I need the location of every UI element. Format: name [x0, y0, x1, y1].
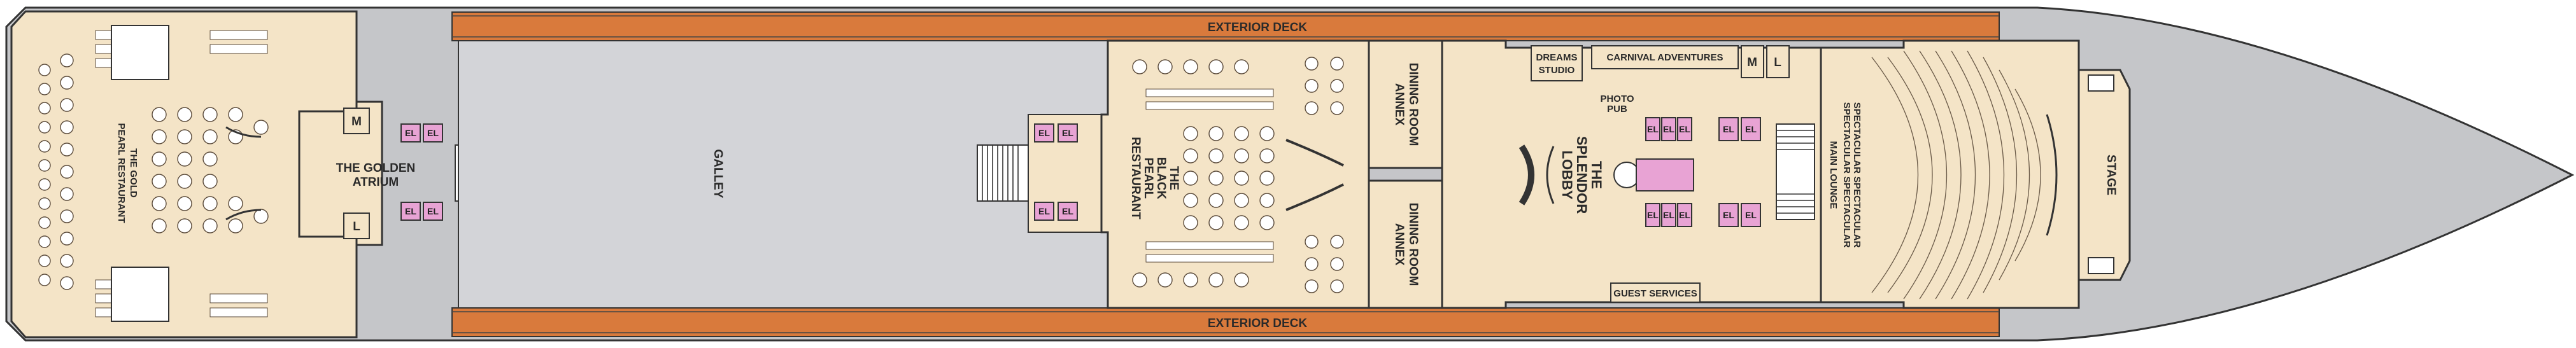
splendor-lobby-label-1: THE — [1589, 161, 1604, 189]
restroom-l-fwd — [1766, 45, 1790, 78]
stage-wing-bottom — [2088, 257, 2114, 274]
svg-text:EL: EL — [1062, 128, 1073, 138]
svg-text:EL: EL — [1723, 124, 1734, 134]
photo-label: PHOTO — [1600, 94, 1634, 104]
svg-text:EL: EL — [1062, 206, 1073, 216]
restroom-m-fwd — [1741, 45, 1764, 78]
restaurant-tables-aft — [38, 53, 269, 290]
svg-text:EL: EL — [1663, 124, 1674, 134]
svg-text:EL: EL — [427, 128, 439, 138]
galley-label: GALLEY — [711, 149, 725, 198]
elevators-fwd: EL EL EL EL EL EL — [1636, 117, 1694, 227]
theater-seating — [1871, 50, 2041, 300]
splendor-lobby-label-2: SPLENDOR — [1574, 136, 1590, 214]
lobby-stairs — [1518, 144, 1555, 205]
golden-atrium-label-1: THE GOLDEN — [336, 162, 416, 175]
black-pearl-label-4: RESTAURANT — [1129, 137, 1142, 219]
exterior-deck-bottom — [451, 307, 2000, 337]
svg-text:EL: EL — [1745, 124, 1757, 134]
svg-text:EL: EL — [1723, 210, 1734, 220]
aft-stairs — [111, 25, 262, 322]
splendor-lobby-label-3: LOBBY — [1559, 151, 1575, 200]
dining-annex-bottom-label-2: ANNEX — [1392, 223, 1406, 266]
svg-text:EL: EL — [1038, 206, 1050, 216]
carnival-adventures — [1591, 45, 1739, 69]
stage-label: STAGE — [2104, 155, 2118, 195]
dreams-studio-label-2: STUDIO — [1539, 65, 1575, 76]
elevators-mid: EL EL EL EL — [1034, 123, 1078, 221]
restroom-l-fwd-label: L — [1774, 56, 1781, 69]
dining-annex-top-label-1: DINING ROOM — [1406, 63, 1420, 146]
dining-room-annex-top — [1368, 39, 1443, 169]
black-pearl-label-3: PEARL — [1142, 158, 1155, 199]
restroom-l-aft — [343, 212, 370, 239]
guest-services — [1610, 282, 1701, 303]
restroom-m-aft-label: M — [351, 115, 362, 129]
stage-area — [2077, 69, 2131, 281]
svg-text:EL: EL — [405, 206, 416, 216]
elevators-aft: EL EL EL EL — [400, 123, 443, 221]
restroom-l-aft-label: L — [353, 220, 360, 233]
carnival-adventures-label: CARNIVAL ADVENTURES — [1606, 52, 1723, 63]
svg-text:EL: EL — [405, 128, 416, 138]
svg-text:EL: EL — [1679, 210, 1690, 220]
svg-text:EL: EL — [427, 206, 439, 216]
dining-annex-bottom-label-1: DINING ROOM — [1406, 203, 1420, 286]
stage-wing-top — [2088, 74, 2114, 92]
restroom-m-fwd-label: M — [1747, 56, 1757, 69]
black-pearl-label-2: BLACK — [1154, 157, 1168, 200]
booth-rows-mid — [1145, 88, 1274, 263]
guest-services-label: GUEST SERVICES — [1613, 288, 1697, 299]
exterior-deck-top-label: EXTERIOR DECK — [1208, 21, 1308, 34]
gold-pearl-label-2: PEARL RESTAURANT — [116, 123, 127, 223]
elevators-fwd-2: EL EL EL EL — [1718, 117, 1761, 227]
black-pearl-label-1: THE — [1167, 166, 1180, 190]
spectacular-label-2: SPECTACULAR SPECTACULAR — [1841, 102, 1852, 248]
svg-text:EL: EL — [1663, 210, 1674, 220]
lobby-stairs-fwd — [1776, 123, 1815, 220]
dreams-studio — [1531, 45, 1583, 81]
gold-pearl-label-1: THE GOLD — [128, 148, 139, 198]
main-lounge-area — [1820, 39, 2080, 309]
golden-atrium-label-2: ATRIUM — [353, 176, 399, 189]
main-lounge-label: MAIN LOUNGE — [1828, 141, 1839, 209]
svg-text:EL: EL — [1038, 128, 1050, 138]
restaurant-tables-mid — [1132, 57, 1344, 293]
dining-room-annex-bottom — [1368, 179, 1443, 309]
exterior-deck-bottom-label: EXTERIOR DECK — [1208, 317, 1308, 330]
svg-text:EL: EL — [1679, 124, 1690, 134]
spectacular-label-1: SPECTACULAR SPECTACULAR — [1851, 102, 1862, 248]
svg-text:EL: EL — [1745, 210, 1757, 220]
dining-annex-top-label-2: ANNEX — [1392, 83, 1406, 126]
pub-label: PUB — [1607, 104, 1627, 115]
atrium-stairs-mid — [977, 144, 1029, 202]
svg-text:EL: EL — [1647, 124, 1659, 134]
exterior-deck-top — [451, 11, 2000, 41]
dreams-studio-label-1: DREAMS — [1536, 52, 1577, 63]
svg-text:EL: EL — [1647, 210, 1659, 220]
restroom-m-aft — [343, 108, 370, 134]
